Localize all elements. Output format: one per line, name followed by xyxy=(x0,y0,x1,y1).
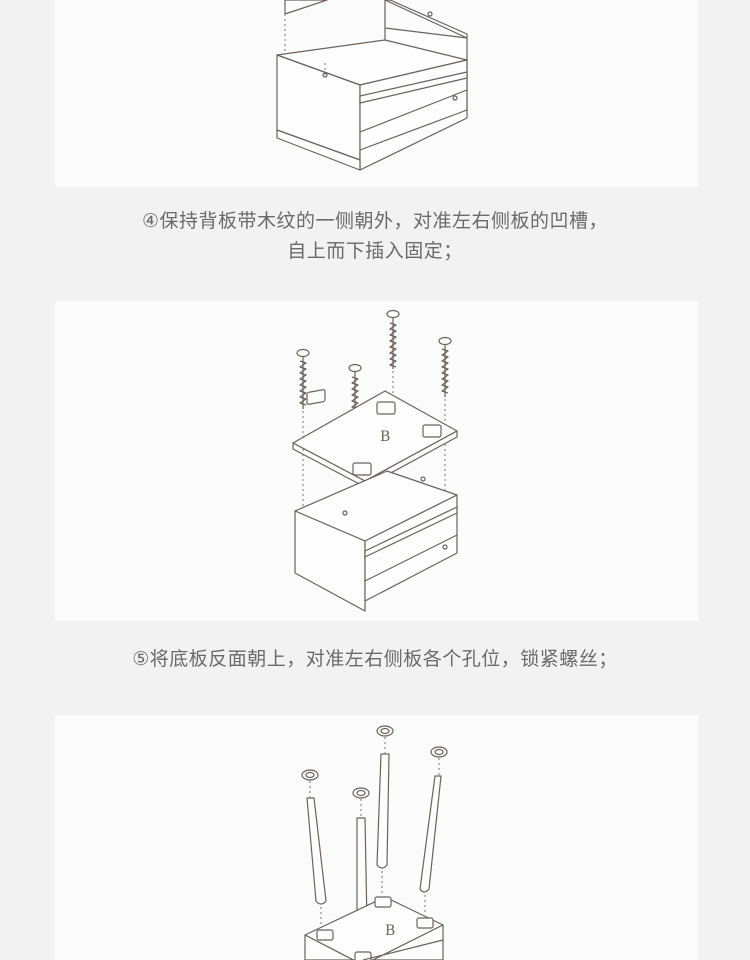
screw-1 xyxy=(296,348,310,443)
washer-2 xyxy=(352,787,370,799)
step5-illustration-panel: B xyxy=(55,301,698,621)
step6-diagram: B xyxy=(301,725,448,960)
step4-diagram xyxy=(276,0,468,171)
screw-3 xyxy=(386,309,400,399)
step6-illustration-panel: B xyxy=(55,715,698,960)
step4-caption: ④保持背板带木纹的一侧朝外，对准左右侧板的凹槽， 自上而下插入固定； xyxy=(0,206,750,266)
step4-caption-line2: 自上而下插入固定； xyxy=(287,240,463,262)
leg-4 xyxy=(419,775,442,893)
leg-3 xyxy=(376,753,390,869)
board-b-label-2: B xyxy=(385,923,395,939)
screw-4 xyxy=(438,336,452,491)
board-b-label: B xyxy=(380,429,390,445)
washer-4 xyxy=(430,746,448,758)
washer-3 xyxy=(376,725,394,737)
step5-caption-line1: ⑤将底板反面朝上，对准左右侧板各个孔位，锁紧螺丝； xyxy=(132,648,618,670)
step4-illustration-panel xyxy=(55,0,698,187)
leg-1 xyxy=(306,797,327,905)
step5-caption: ⑤将底板反面朝上，对准左右侧板各个孔位，锁紧螺丝； xyxy=(0,644,750,674)
washer-1 xyxy=(301,769,319,781)
step4-caption-line1: ④保持背板带木纹的一侧朝外，对准左右侧板的凹槽， xyxy=(141,210,609,232)
step5-diagram: B xyxy=(292,309,458,612)
